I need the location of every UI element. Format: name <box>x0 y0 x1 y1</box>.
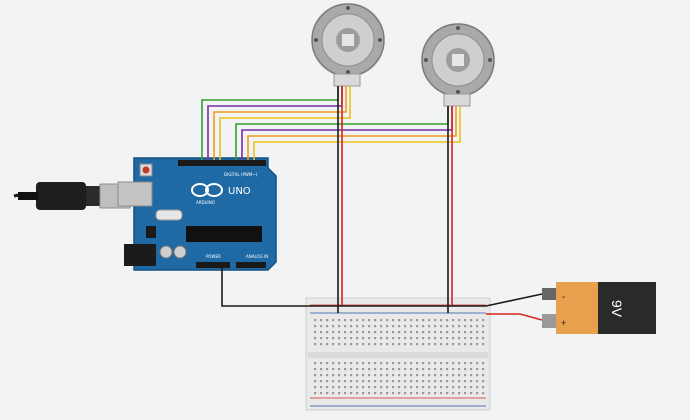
battery-plus-sign: + <box>561 318 566 328</box>
wire-red <box>486 313 543 321</box>
battery-9v[interactable]: - + 9V <box>542 282 656 334</box>
power-header <box>196 262 230 268</box>
wire-yellow <box>253 106 461 160</box>
analog-header <box>236 262 266 268</box>
battery-label-band <box>556 282 598 334</box>
breadboard[interactable] <box>305 297 491 411</box>
wire-orange <box>213 86 347 160</box>
battery-minus-sign: - <box>562 292 565 303</box>
servo-motor-icon[interactable] <box>311 3 385 87</box>
wire-purple <box>241 106 453 160</box>
capacitor <box>173 245 187 259</box>
capacitor <box>159 245 173 259</box>
usb-cable-icon <box>13 182 131 210</box>
analog-label: ANALOG IN <box>246 254 268 259</box>
breadboard-center-channel <box>308 352 488 358</box>
wires <box>201 86 543 321</box>
wire-green <box>201 86 339 160</box>
wire-black <box>221 268 543 307</box>
usb-jack <box>117 181 153 207</box>
battery-terminal-minus <box>542 288 556 300</box>
atmega-chip <box>186 226 262 242</box>
breadboard-holes <box>314 319 485 395</box>
crystal <box>155 209 183 221</box>
battery-voltage-label: 9V <box>609 300 625 318</box>
servo-motor-icon[interactable] <box>421 23 495 107</box>
wire-yellow <box>219 86 351 160</box>
arduino-logo-icon <box>191 183 223 197</box>
arduino-uno-board[interactable]: UNO ARDUINO DIGITAL (PWM~) POWER ANALOG … <box>117 157 277 271</box>
digital-header <box>178 160 266 166</box>
board-model: UNO <box>228 186 251 197</box>
battery-terminal-plus <box>542 314 556 328</box>
wire-orange <box>247 106 457 160</box>
wire-purple <box>207 86 343 160</box>
power-label: POWER <box>206 254 221 259</box>
digital-label: DIGITAL (PWM~) <box>224 172 258 177</box>
power-jack <box>124 244 156 266</box>
board-brand: ARDUINO <box>196 200 215 205</box>
